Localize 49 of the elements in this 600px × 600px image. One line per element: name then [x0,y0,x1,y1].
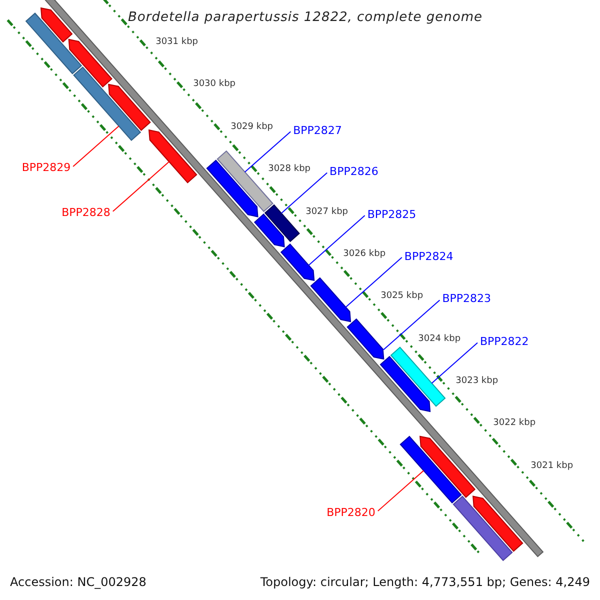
gene-shape [472,496,524,552]
gene-label: BPP2828 [62,207,110,218]
gene-shape [346,318,384,360]
leader-line [112,161,170,212]
gene-shape [280,244,315,282]
scale-label: 3026 kbp [343,250,386,259]
scale-label: 3025 kbp [380,292,424,302]
leader-line [377,470,424,512]
gene-label: BPP2825 [367,208,416,220]
leader-line [308,215,366,266]
gene-label: BPP2826 [330,166,378,177]
gene-shape [206,160,258,218]
leader-line [383,300,440,350]
gene-shape [254,214,285,248]
gene-shape [400,436,462,504]
gene-shape [380,356,431,412]
leader-line [72,126,120,167]
gene-shape [73,66,142,141]
gene-label: BPP2823 [442,293,491,304]
leader-line [280,172,328,214]
scale-label: 3023 kbp [456,377,498,386]
gene-label: BPP2820 [326,506,376,518]
gene-label: BPP2824 [404,250,454,262]
scale-label: 3021 kbp [530,462,574,471]
gene-shape [40,7,73,43]
gene-label: BPP2827 [293,124,342,136]
gene-shape [419,436,476,498]
scale-label: 3024 kbp [418,334,461,344]
gene-label: BPP2822 [480,336,529,347]
scale-label: 3027 kbp [306,208,348,217]
gene-shape [148,129,198,184]
scale-label: 3022 kbp [493,419,536,428]
leader-line [345,256,402,308]
gene-shape [390,346,446,407]
gene-shape [264,204,300,242]
gene-shape [310,277,352,322]
scale-label: 3030 kbp [193,80,236,90]
footer-text: Accession: NC_002928 [10,576,146,588]
footer-text: Topology: circular; Length: 4,773,551 bp; Genes: 4,249 [260,576,590,588]
title: Bordetella parapertussis 12822, complete genome [128,11,482,24]
scale-label: 3031 kbp [156,38,198,47]
gene-shape [108,84,151,131]
gene-shape [68,38,112,88]
gene-shape [25,12,82,74]
leader-line [244,131,292,172]
gene-label: BPP2829 [22,162,71,174]
gene-shape [452,496,513,562]
scale-label: 3029 kbp [230,122,274,132]
scale-label: 3028 kbp [268,165,311,174]
